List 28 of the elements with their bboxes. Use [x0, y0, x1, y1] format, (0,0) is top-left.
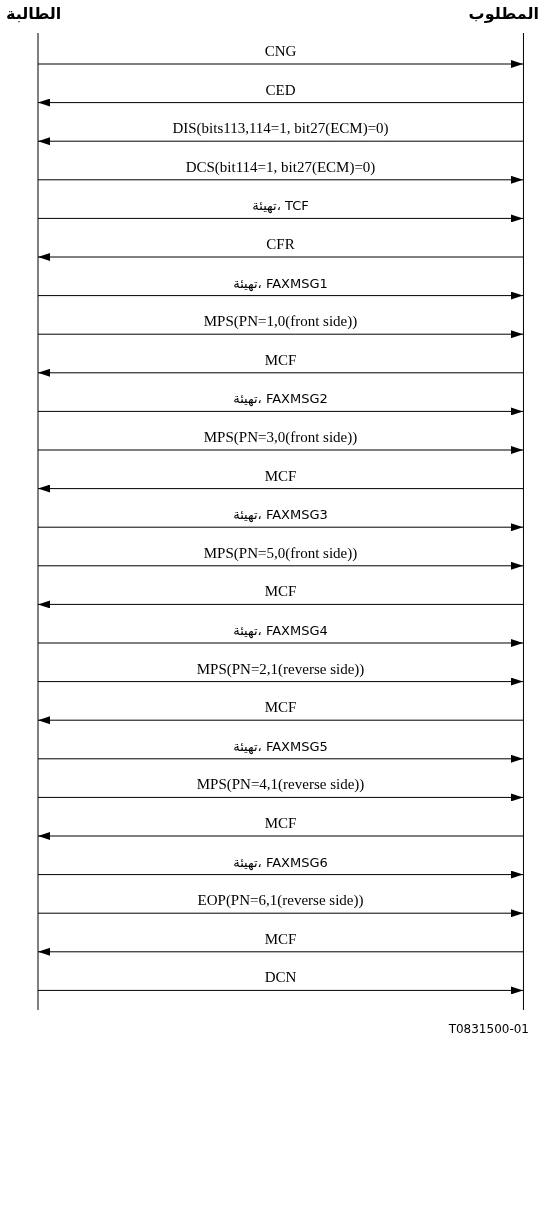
- lifeline-header: الطالبة: [6, 4, 62, 23]
- lifeline-header: المطلوب: [468, 4, 539, 23]
- message-arrow: [37, 407, 524, 416]
- message-arrow: [37, 175, 524, 184]
- message-arrow: [37, 330, 524, 339]
- message-arrow: [37, 253, 524, 261]
- message-arrow: [37, 793, 524, 802]
- message-arrow: [37, 677, 524, 686]
- message-arrow: [37, 484, 524, 493]
- figure-id: T0831500-01: [448, 1022, 529, 1037]
- message-arrow: [37, 832, 524, 840]
- message-arrow: [37, 909, 524, 918]
- message-arrow: [37, 716, 524, 725]
- message-arrow: [37, 639, 524, 647]
- message-arrow: [37, 214, 524, 223]
- message-arrow: [37, 947, 524, 956]
- message-arrow: [37, 754, 524, 763]
- message-arrow: [37, 60, 524, 68]
- message-arrow: [37, 137, 524, 146]
- message-arrow: [37, 291, 524, 300]
- message-arrow: [37, 368, 524, 377]
- message-arrow: [37, 98, 524, 107]
- message-arrow: [37, 870, 524, 879]
- message-arrow: [37, 986, 524, 995]
- message-arrow: [37, 523, 524, 532]
- message-arrow: [37, 600, 524, 609]
- message-arrow: [37, 561, 524, 570]
- message-arrow: [37, 446, 524, 454]
